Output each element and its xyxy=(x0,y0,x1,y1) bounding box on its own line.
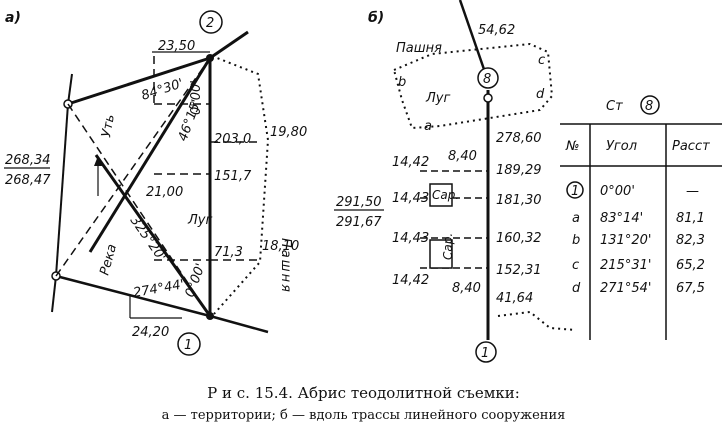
station-8-number: 8 xyxy=(483,72,491,87)
station-2-number: 2 xyxy=(206,16,214,31)
measure-19-80: 19,80 xyxy=(270,125,307,140)
angle-325-20: 325°20' xyxy=(127,214,169,265)
point-c-label: c xyxy=(538,53,545,68)
table-title: Ст xyxy=(606,99,623,114)
barn-upper-label: Сар. xyxy=(432,188,459,202)
table-title-station: 8 xyxy=(645,99,653,114)
offset-8-40-top: 8,40 xyxy=(448,149,477,164)
figure-caption-subtitle: а — территории; б — вдоль трассы линейно… xyxy=(161,408,566,423)
diagonal-2-to-river xyxy=(88,57,212,253)
offset-8-40-bottom: 8,40 xyxy=(452,281,481,296)
table-row-no: a xyxy=(572,211,580,226)
meadow-boundary xyxy=(393,42,554,130)
barn-lower xyxy=(429,239,453,269)
measure-203-0: 203,0 xyxy=(214,132,251,147)
panel-b: б) 8 1 Пашня 54,62 b c d a Луг Сар. Сар.… xyxy=(334,0,577,363)
dist-24-20: 24,20 xyxy=(132,325,169,340)
station-8-circle xyxy=(477,67,499,89)
angle-274-44: 274°44' xyxy=(132,277,185,301)
station-1-circle xyxy=(177,332,201,356)
figure-caption-title: Р и с. 15.4. Абрис теодолитной съемки: xyxy=(207,384,520,402)
table-row-angle: 271°54' xyxy=(600,281,651,296)
table-row-angle: 215°31' xyxy=(600,258,651,273)
table-row-angle: 0°00' xyxy=(600,184,635,199)
header-dist: Расст xyxy=(672,139,710,154)
station-1-number-b: 1 xyxy=(481,346,489,361)
dist-54-62: 54,62 xyxy=(478,23,515,38)
panel-a-label: а) xyxy=(5,10,21,26)
label-utb: Уть xyxy=(99,113,118,138)
header-no: № xyxy=(565,139,580,154)
station-2-circle xyxy=(199,10,223,34)
line-1-to-left-bottom xyxy=(55,274,211,318)
offset-14-43-bottom: 14,43 xyxy=(392,231,429,246)
offset-14-43-top: 14,43 xyxy=(392,191,429,206)
measure-18-10: 18,10 xyxy=(262,239,299,254)
station-1-number: 1 xyxy=(184,338,192,353)
table-row-angle: 131°20' xyxy=(600,233,651,248)
chainage-181-30: 181,30 xyxy=(496,193,542,208)
line-1-extension xyxy=(209,314,269,334)
point-d-label: d xyxy=(536,87,545,102)
panel-b-label: б) xyxy=(368,10,384,26)
point-a-label: a xyxy=(424,119,432,134)
chainage-160-32: 160,32 xyxy=(496,231,542,246)
station-1-point xyxy=(206,312,214,320)
label-lug-a: Луг xyxy=(187,213,212,228)
table-row-dist: 65,2 xyxy=(676,258,705,273)
chainage-278-60: 278,60 xyxy=(496,131,542,146)
table-row-no: 1 xyxy=(571,184,579,199)
barn-upper xyxy=(429,183,453,207)
field-boundary xyxy=(211,55,270,315)
dist-23-50: 23,50 xyxy=(158,39,195,54)
panel-a: а) 2 1 xyxy=(4,10,307,356)
dist-291-67: 291,67 xyxy=(336,215,382,230)
table-row-dist: — xyxy=(686,184,699,199)
label-reka: Река xyxy=(97,243,120,277)
table-row-dist: 67,5 xyxy=(676,281,705,296)
header-angle: Угол xyxy=(606,139,637,154)
label-pashnya-a: Пашня xyxy=(278,238,293,294)
angle-0-00-top: 0°00' xyxy=(189,80,204,115)
diagonal-river-to-1 xyxy=(94,154,212,317)
table-row-no: b xyxy=(572,233,580,248)
chainage-41-64: 41,64 xyxy=(496,291,533,306)
point-b-label: b xyxy=(398,75,406,90)
station-table: Ст 8 № Угол Расст 1 0°00' — a 83°14' 81,… xyxy=(560,95,722,340)
dist-268-47: 268,47 xyxy=(5,173,51,188)
line-2-extension xyxy=(209,30,249,60)
table-row-dist: 81,1 xyxy=(676,211,705,226)
chainage-152-31: 152,31 xyxy=(496,263,542,278)
station-1-circle-b xyxy=(475,341,497,363)
measure-151-7: 151,7 xyxy=(214,169,252,184)
label-lug-b: Луг xyxy=(425,91,450,106)
offset-14-42-bottom: 14,42 xyxy=(392,273,429,288)
label-pashnya-b: Пашня xyxy=(396,41,442,56)
chainage-189-29: 189,29 xyxy=(496,163,542,178)
line-2-to-left-top xyxy=(67,56,211,106)
left-traverse-line xyxy=(55,103,69,277)
dist-291-50: 291,50 xyxy=(336,195,382,210)
angle-84-30: 84°30' xyxy=(140,76,186,104)
offset-14-42-top: 14,42 xyxy=(392,155,429,170)
table-row-no: c xyxy=(572,258,579,273)
table-row-angle: 83°14' xyxy=(600,211,643,226)
measure-21-00: 21,00 xyxy=(146,185,183,200)
table-row-dist: 82,3 xyxy=(676,233,705,248)
table-row-no: d xyxy=(572,281,581,296)
measure-71-3: 71,3 xyxy=(214,245,243,260)
barn-lower-label: Сар. xyxy=(441,233,455,260)
dist-268-34: 268,34 xyxy=(5,153,51,168)
traverse-line-upper xyxy=(458,0,489,79)
